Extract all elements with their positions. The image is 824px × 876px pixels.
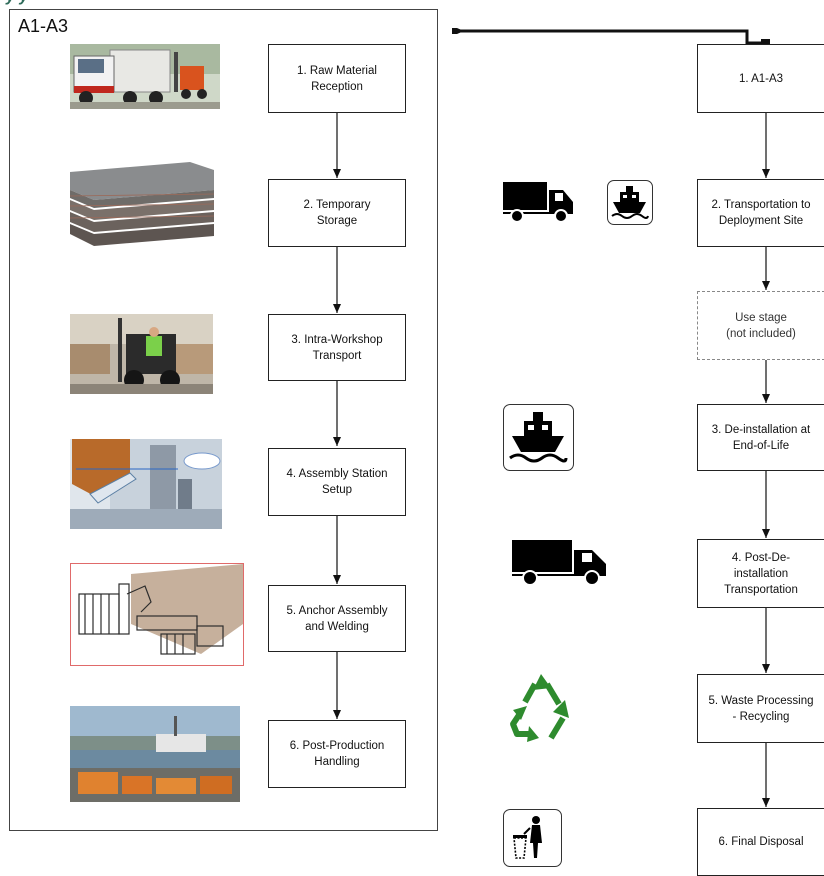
trash-bin-icon	[503, 809, 562, 867]
ship-icon	[503, 404, 574, 471]
welding-cell-cad-photo	[70, 563, 244, 666]
right-step-1: 1. A1-A3	[697, 44, 824, 113]
recycle-icon	[505, 672, 577, 744]
right-step-6: 6. Final Disposal	[697, 808, 824, 876]
harbor-photo	[70, 706, 240, 802]
truck-forklift-photo	[70, 44, 220, 109]
truck-icon	[503, 180, 575, 224]
assembly-cad-photo	[70, 439, 222, 529]
forklift-photo	[70, 314, 213, 394]
title-fragment: y y	[6, 0, 28, 6]
truck-icon	[512, 540, 608, 586]
right-step-5: 5. Waste Processing- Recycling	[697, 674, 824, 743]
right-step-use-stage: Use stage(not included)	[697, 291, 824, 360]
frame-label: A1-A3	[18, 16, 69, 36]
steel-plates-photo	[70, 160, 214, 246]
a1-a3-frame	[9, 9, 438, 831]
ship-icon	[607, 180, 653, 225]
